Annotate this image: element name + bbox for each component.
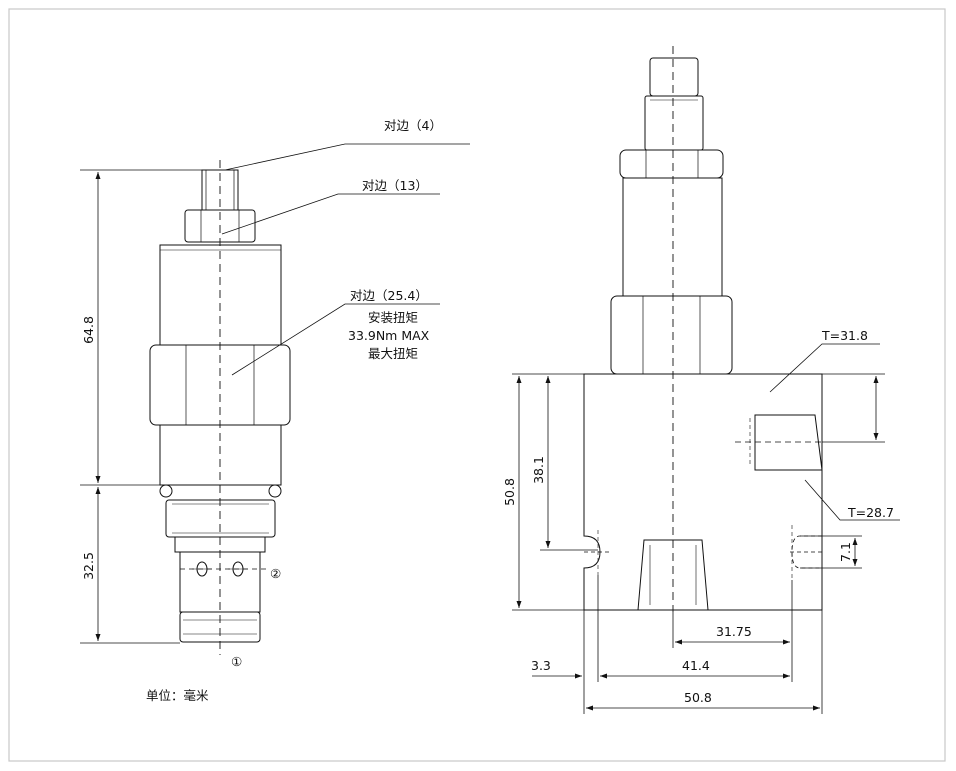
label-max-torque: 最大扭矩 <box>368 346 418 361</box>
label-install-torque: 安装扭矩 <box>368 310 418 325</box>
dim-port-center-x: 31.75 <box>716 624 752 639</box>
label-t-top: T=31.8 <box>821 328 868 343</box>
port-1-marker: ① <box>231 654 242 669</box>
right-leader-lines <box>769 343 900 521</box>
label-flats-25: 对边（25.4） <box>350 288 428 303</box>
dim-port-offset: 7.1 <box>838 542 853 562</box>
dim-cavity-depth: 38.1 <box>531 456 546 484</box>
dim-cartridge-lower: 32.5 <box>81 552 96 580</box>
cartridge-valve-view <box>149 160 291 655</box>
left-leader-lines <box>221 143 470 376</box>
label-flats-4: 对边（4） <box>384 118 442 133</box>
label-flats-13: 对边（13） <box>362 178 428 193</box>
dim-body-width: 50.8 <box>684 690 712 705</box>
dim-body-height: 50.8 <box>502 478 517 506</box>
dim-edge-offset: 3.3 <box>531 658 551 673</box>
unit-note: 单位：毫米 <box>146 688 209 703</box>
right-dimensions <box>512 373 885 714</box>
drawing-border <box>8 8 946 762</box>
label-torque-value: 33.9Nm MAX <box>348 328 430 343</box>
manifold-block-view <box>583 46 823 612</box>
dim-cartridge-height: 64.8 <box>81 316 96 344</box>
dim-port-spacing: 41.4 <box>682 658 710 673</box>
port-2-marker: ② <box>270 566 281 581</box>
left-dimensions <box>80 169 220 644</box>
label-t-bottom: T=28.7 <box>847 505 894 520</box>
